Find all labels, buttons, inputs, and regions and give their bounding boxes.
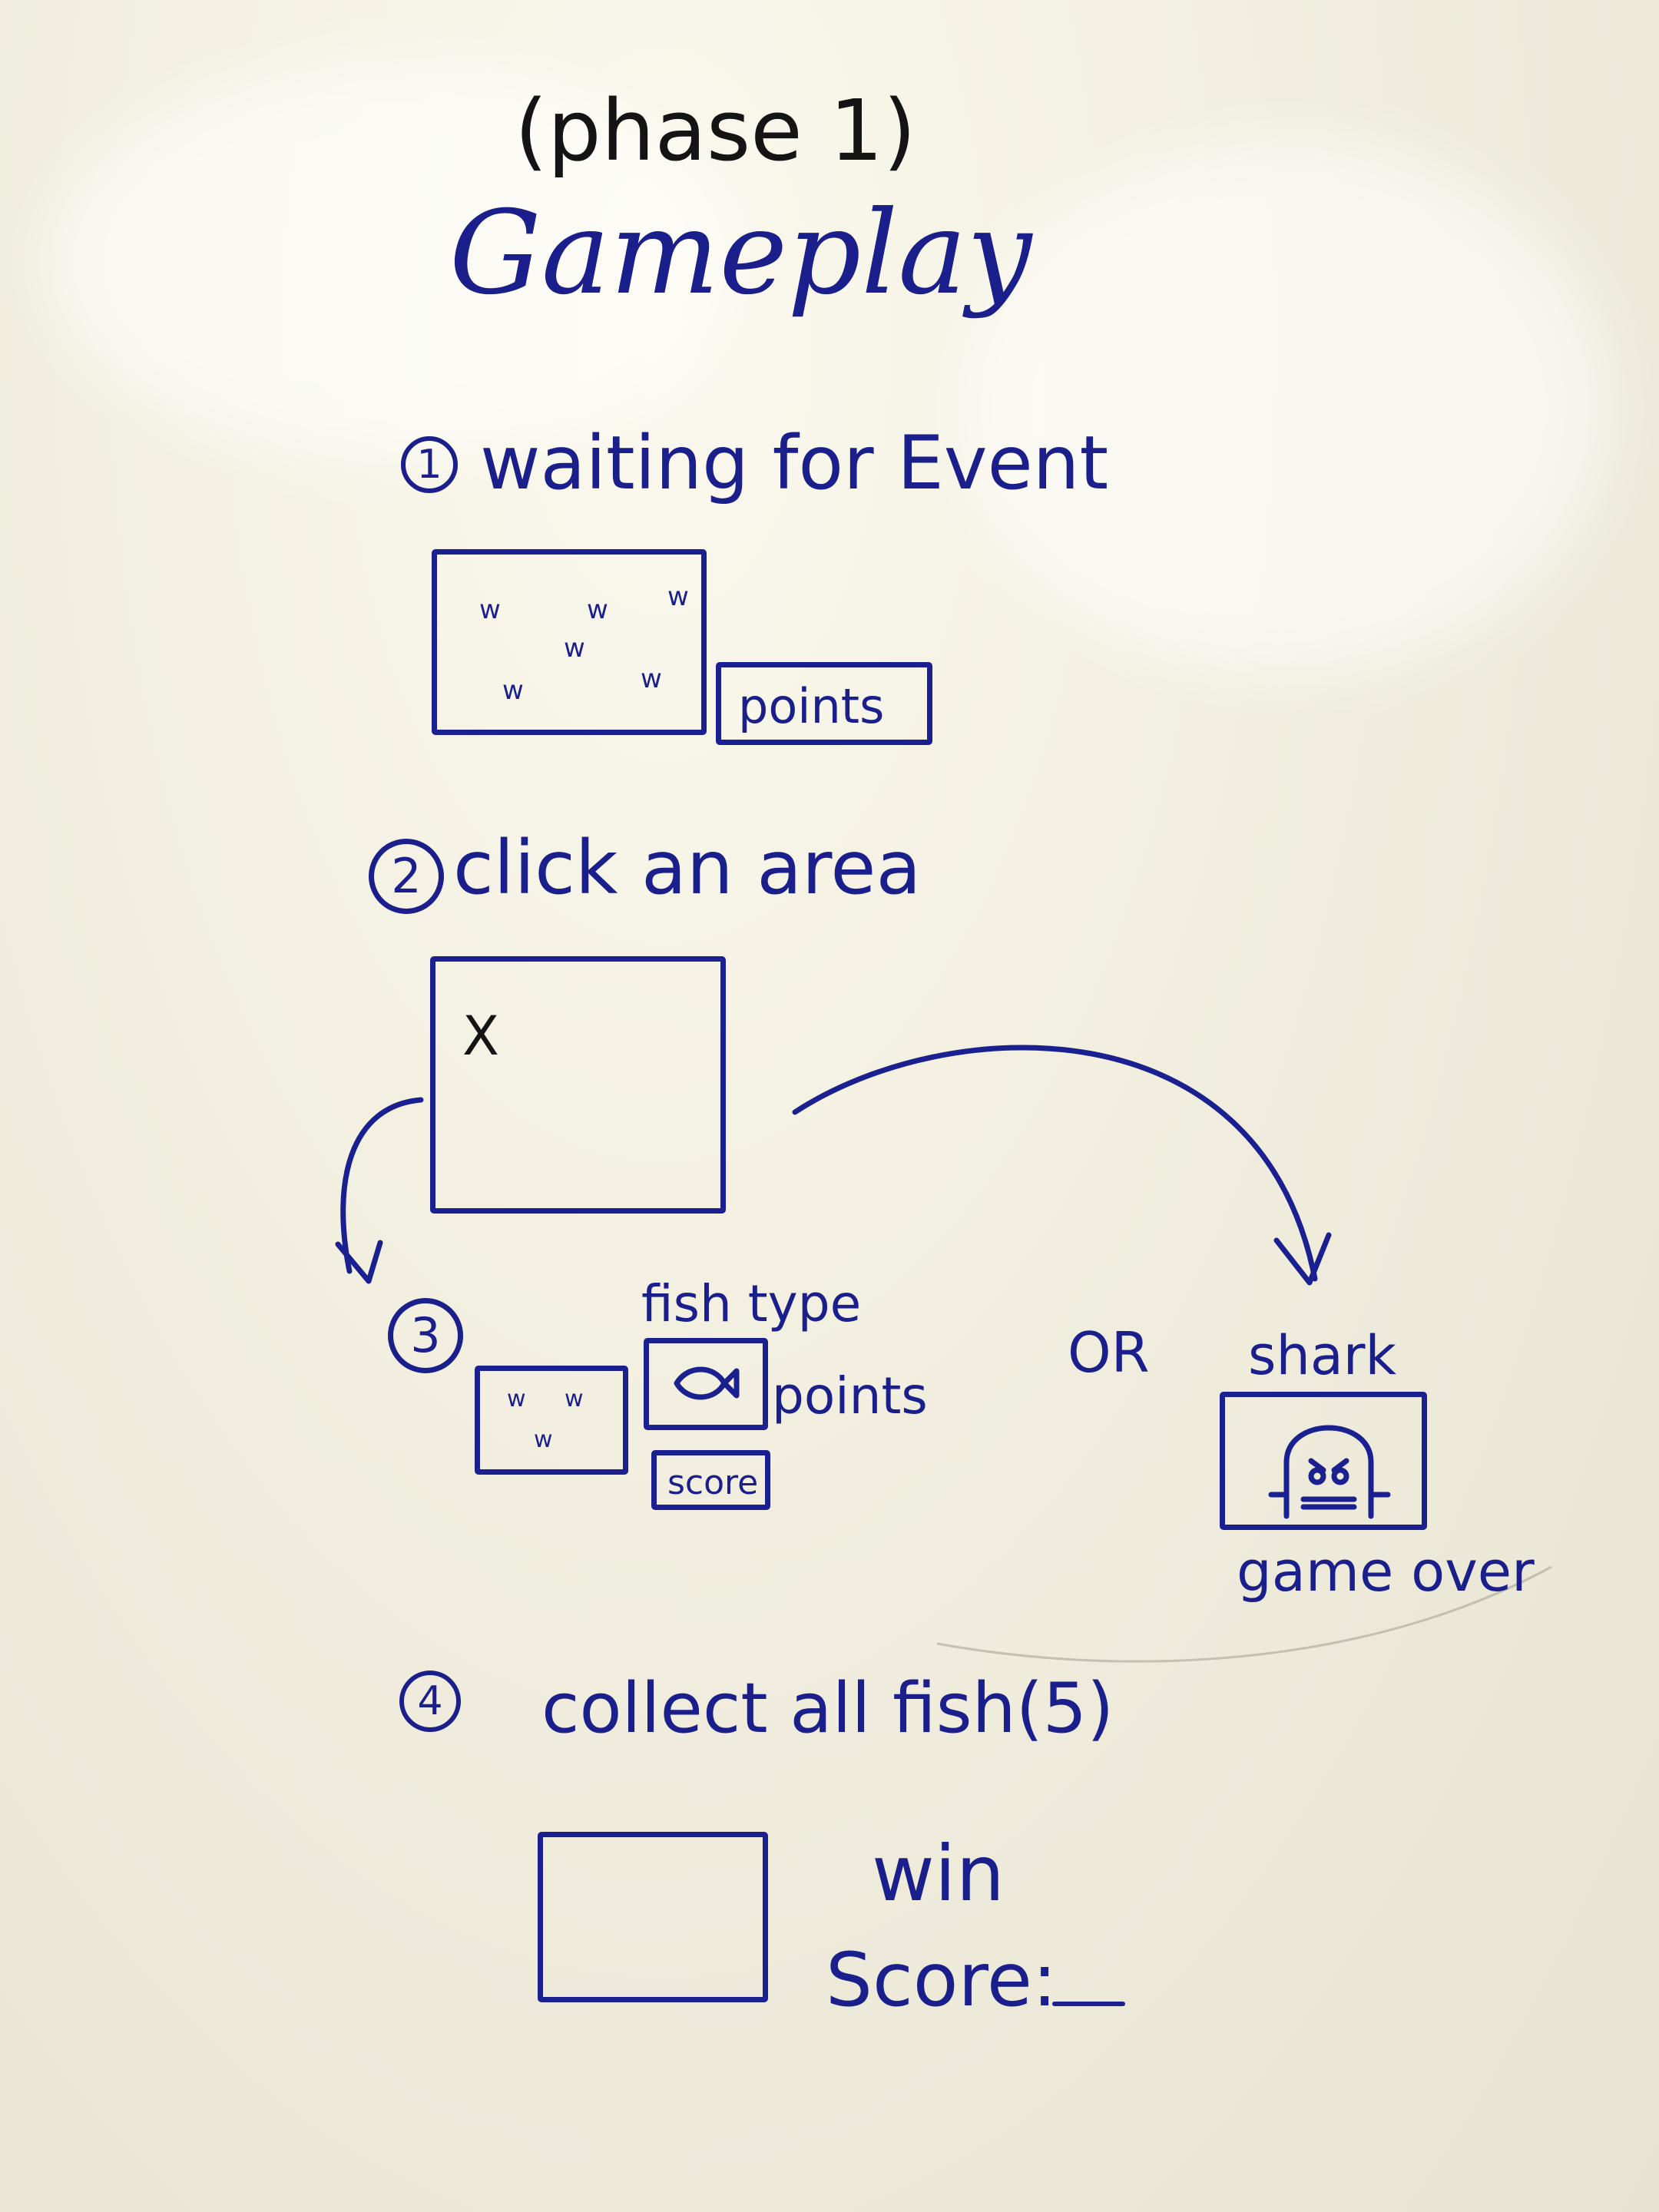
step-1-number: 1	[401, 436, 458, 493]
shark-icon	[1268, 1425, 1391, 1519]
wave-mark: w	[667, 581, 689, 612]
game-board-click: X	[430, 956, 726, 1214]
score-panel: score	[651, 1450, 770, 1510]
wave-mark: w	[565, 1386, 584, 1412]
phase-label: (phase 1)	[515, 81, 916, 180]
game-board-revealed: w w w	[475, 1366, 628, 1475]
wave-mark: w	[502, 675, 524, 706]
game-over-label: game over	[1237, 1539, 1535, 1604]
step-2-number: 2	[369, 839, 444, 914]
wave-mark: w	[479, 594, 501, 625]
score-label: score	[667, 1463, 759, 1502]
fish-card	[644, 1338, 768, 1430]
arrowhead-fish	[335, 1240, 383, 1284]
step-4-number: 4	[399, 1671, 461, 1732]
wave-mark: w	[534, 1426, 553, 1453]
points-panel: points	[716, 662, 932, 745]
arrow-to-fish	[340, 1097, 424, 1274]
win-score-label: Score:	[826, 1937, 1058, 2023]
win-label: win	[872, 1829, 1005, 1919]
fish-icon	[674, 1366, 740, 1400]
fish-type-label: fish type	[641, 1274, 862, 1333]
game-board-waiting: w w w w w w	[432, 549, 707, 735]
or-label: OR	[1068, 1320, 1150, 1385]
shark-card	[1220, 1392, 1427, 1530]
step-1-label: waiting for Event	[480, 420, 1109, 506]
win-score-blank	[1052, 2002, 1125, 2006]
click-mark: X	[462, 1005, 499, 1068]
wave-mark: w	[641, 664, 662, 694]
step-2-label: click an area	[453, 825, 922, 911]
points-label: points	[738, 678, 885, 734]
shark-label: shark	[1248, 1324, 1397, 1387]
arrowhead-shark	[1273, 1232, 1332, 1286]
arrow-to-shark	[792, 1045, 1318, 1282]
page-title: Gameplay	[449, 187, 1032, 320]
wave-mark: w	[587, 594, 608, 625]
step-3-number: 3	[388, 1298, 463, 1373]
fish-points-label: points	[772, 1366, 928, 1426]
step-4-label: collect all fish(5)	[541, 1668, 1114, 1749]
wave-mark: w	[564, 633, 585, 664]
wave-mark: w	[507, 1386, 526, 1412]
win-board	[538, 1832, 768, 2002]
